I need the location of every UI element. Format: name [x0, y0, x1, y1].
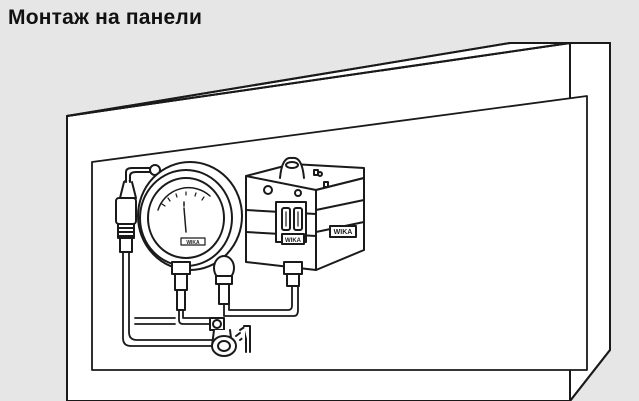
pressure-switch	[245, 156, 365, 287]
switch-side-brand-label: WIKA	[334, 229, 353, 236]
impulse-piping	[122, 251, 299, 347]
pressure-gauge	[137, 161, 243, 311]
thermometer-probe	[115, 164, 161, 253]
gauge-brand-label: WIKA	[186, 240, 200, 246]
snubber-valve	[213, 255, 235, 305]
switch-front-brand-label: WIKA	[285, 238, 302, 244]
shutoff-valve	[209, 317, 251, 357]
page-title: Монтаж на панели	[8, 6, 203, 29]
